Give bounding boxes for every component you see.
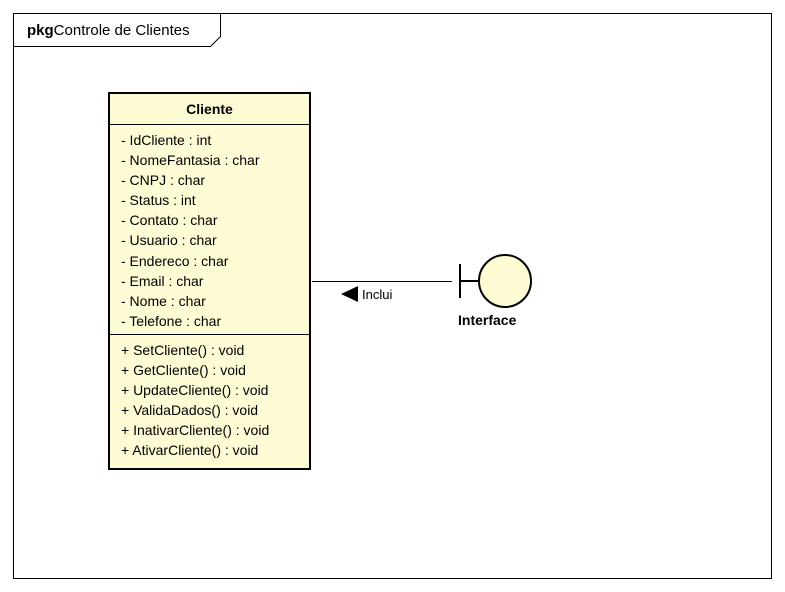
- operation-ativarcliente: + AtivarCliente() : void: [121, 442, 259, 459]
- package-tab-outline: [13, 13, 221, 47]
- attribute-nomefantasia: - NomeFantasia : char: [121, 152, 260, 169]
- attribute-nome: - Nome : char: [121, 292, 206, 309]
- boundary-label: Interface: [458, 312, 517, 328]
- operation-getcliente: + GetCliente() : void: [121, 362, 246, 379]
- operation-inativarcliente: + InativarCliente() : void: [121, 422, 270, 439]
- package-title: pkgControle de Clientes: [27, 22, 190, 40]
- attribute-usuario: - Usuario : char: [121, 232, 217, 249]
- class-attributes: - IdCliente : int - NomeFantasia : char …: [110, 125, 309, 335]
- attribute-email: - Email : char: [121, 272, 204, 289]
- operation-setcliente: + SetCliente() : void: [121, 342, 245, 358]
- class-operations: + SetCliente() : void + GetCliente() : v…: [110, 335, 309, 461]
- attribute-status: - Status : int: [121, 192, 196, 209]
- attribute-contato: - Contato : char: [121, 212, 218, 229]
- package-frame: [13, 13, 772, 579]
- boundary-icon: [459, 254, 532, 308]
- class-name: Cliente: [110, 94, 309, 125]
- attribute-idcliente: - IdCliente : int: [121, 132, 212, 148]
- package-name: Controle de Clientes: [53, 22, 190, 39]
- association-label: Inclui: [362, 287, 393, 302]
- association-direction-arrow: [341, 286, 358, 302]
- class-cliente[interactable]: Cliente - IdCliente : int - NomeFantasia…: [108, 92, 311, 470]
- attribute-endereco: - Endereco : char: [121, 252, 229, 269]
- attribute-telefone: - Telefone : char: [121, 312, 222, 329]
- operation-validadados: + ValidaDados() : void: [121, 402, 259, 419]
- operation-updatecliente: + UpdateCliente() : void: [121, 382, 269, 399]
- attribute-cnpj: - CNPJ : char: [121, 172, 206, 189]
- package-keyword: pkg: [27, 22, 54, 39]
